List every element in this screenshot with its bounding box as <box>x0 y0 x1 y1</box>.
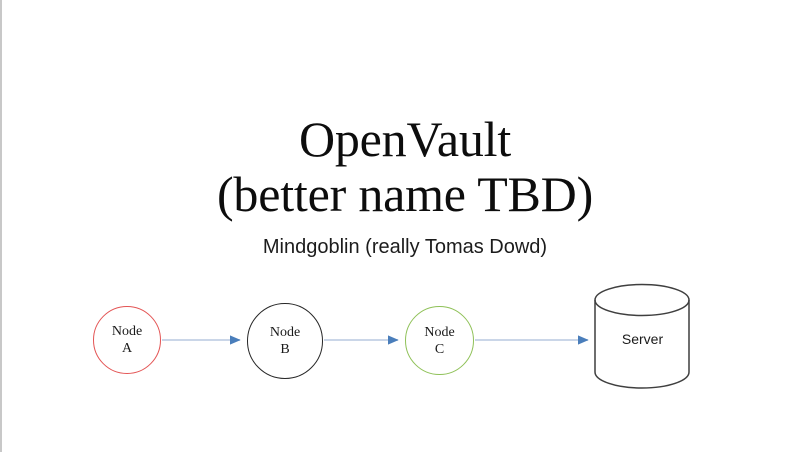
diagram-node-c[interactable]: Node C <box>405 306 474 375</box>
page-title: OpenVault (better name TBD) <box>2 112 806 222</box>
node-a-label-line1: Node <box>111 324 143 339</box>
server-node-label[interactable]: Server <box>621 331 664 347</box>
title-line-1: OpenVault <box>298 111 512 167</box>
node-c-label-line2: C <box>434 341 445 357</box>
node-a-label-line2: A <box>121 341 133 356</box>
title-line-2: (better name TBD) <box>216 166 594 222</box>
node-c-label-line1: Node <box>424 324 455 340</box>
node-b-label-line2: B <box>280 342 290 357</box>
diagram-node-a[interactable]: Node A <box>93 306 161 374</box>
diagram-node-b[interactable]: Node B <box>247 303 323 379</box>
subtitle: Mindgoblin (really Tomas Dowd) <box>262 236 548 258</box>
node-b-label-line1: Node <box>269 325 301 340</box>
